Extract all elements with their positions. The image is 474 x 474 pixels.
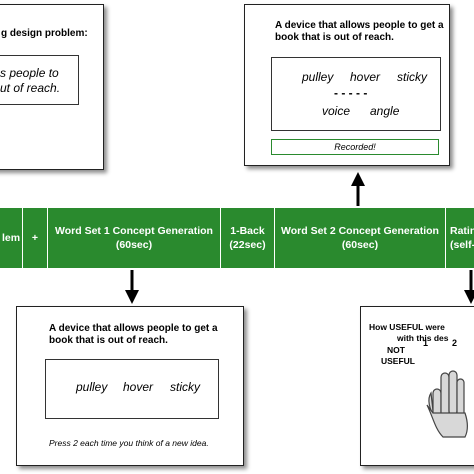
not-useful-label-line2: USEFUL [381,356,415,366]
timeline-segment-problem: lem [0,208,22,268]
not-useful-label-line1: NOT [387,345,405,355]
word-angle: angle [370,104,400,118]
bottom-left-word-box: pulley hover sticky [45,359,219,419]
bottom-right-panel-title-line1: How USEFUL were [369,322,445,332]
word-sticky: sticky [397,70,427,84]
bottom-right-panel: How USEFUL were with this des 1 2 NOT US… [360,306,474,466]
arrow-down-head [125,290,139,304]
scale-number-1: 1 [423,338,429,348]
word-pulley: pulley [302,70,334,84]
bottom-left-panel: A device that allows people to get a boo… [16,306,244,466]
timeline-segment-word-set-2: Word Set 2 Concept Generation (60sec) [274,208,445,268]
recorded-status: Recorded! [271,139,439,155]
top-left-panel-title: g design problem: [1,28,88,39]
top-right-word-box: pulley hover sticky - - - - - voice angl… [271,57,441,131]
timeline-segment-rating: Ratin (self- [445,208,474,268]
top-right-panel: A device that allows people to get a boo… [244,4,450,166]
hand-icon [426,370,468,438]
arrow-down-head-rating [464,290,474,304]
timeline-segment-1-back-line1: 1-Back [230,225,265,237]
timeline-segment-fixation: + [22,208,47,268]
word-pulley: pulley [76,380,108,394]
top-right-panel-title-line2: book that is out of reach. [275,32,394,43]
word-voice: voice [322,104,351,118]
timeline-segment-word-set-1-line2: (60sec) [115,239,153,251]
scale-number-2: 2 [452,338,458,348]
timeline-segment-fixation-label: + [31,232,39,244]
bottom-left-panel-title-line2: book that is out of reach. [49,335,168,346]
top-left-panel: g design problem: s people to ut of reac… [0,4,104,170]
top-left-problem-line1: s people to [0,66,59,80]
timeline-segment-word-set-2-line1: Word Set 2 Concept Generation [281,225,439,237]
instruction-text: Press 2 each time you think of a new ide… [49,438,209,448]
timeline-segment-word-set-1: Word Set 1 Concept Generation (60sec) [47,208,220,268]
timeline-band [0,208,474,268]
word-hover: hover [123,380,154,394]
top-left-problem-line2: ut of reach. [0,81,61,95]
top-right-panel-title-line1: A device that allows people to get a [275,20,444,31]
timeline-segment-problem-label: lem [1,232,21,244]
bottom-left-panel-title-line1: A device that allows people to get a [49,323,218,334]
timeline-segment-rating-line1: Ratin [450,225,474,237]
timeline-segment-word-set-2-line2: (60sec) [341,239,379,251]
timeline-segment-word-set-1-line1: Word Set 1 Concept Generation [55,225,213,237]
timeline-segment-1-back: 1-Back (22sec) [220,208,274,268]
top-left-problem-box: s people to ut of reach. [0,55,79,105]
word-sticky: sticky [170,380,200,394]
separator-dashes: - - - - - [334,86,368,100]
arrow-up-head [351,172,365,186]
word-hover: hover [350,70,381,84]
timeline-segment-rating-line2: (self- [450,239,474,251]
bottom-right-panel-title-line2: with this des [397,333,449,343]
timeline-segment-1-back-line2: (22sec) [229,239,266,251]
